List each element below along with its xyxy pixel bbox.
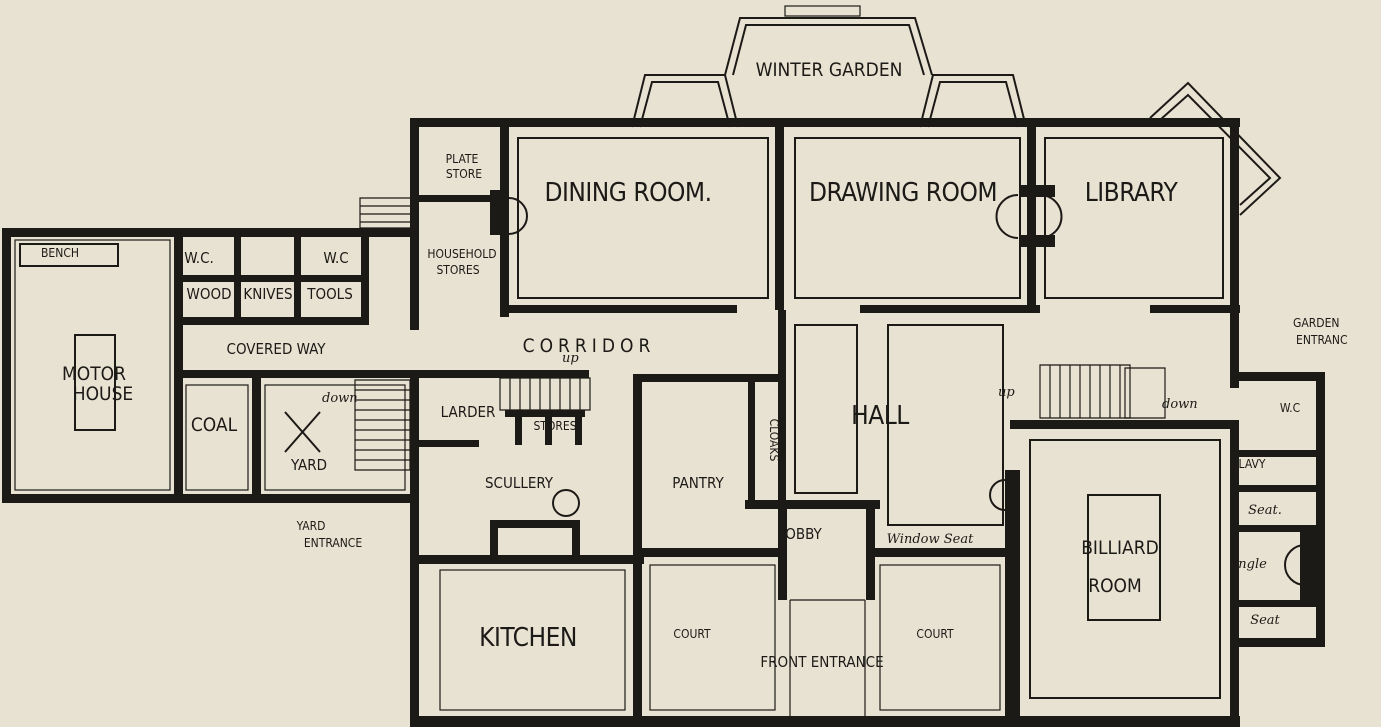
label-seat-bottom: Seat (1250, 613, 1280, 628)
label-scullery: SCULLERY (485, 474, 554, 492)
annotation-up-kitchen: up (562, 351, 579, 366)
label-billiard-room-1: BILLIARD (1081, 537, 1159, 559)
label-plate-store-1: PLATE (446, 152, 479, 166)
label-wc-garden: W.C (1280, 401, 1300, 415)
label-lobby: LOBBY (778, 525, 822, 543)
label-seat-top: Seat. (1248, 503, 1282, 518)
label-ingle: Ingle (1232, 557, 1267, 572)
label-larder: LARDER (441, 403, 496, 421)
label-court-left: COURT (673, 627, 711, 641)
label-household-stores-2: STORES (436, 263, 479, 277)
label-yard-entrance-2: ENTRANCE (304, 536, 362, 550)
label-corridor: CORRIDOR (523, 335, 656, 357)
label-motor-house-1: MOTOR (62, 363, 126, 385)
label-wood: WOOD (187, 285, 232, 303)
room-labels: WINTER GARDEN DINING ROOM. DRAWING ROOM … (41, 59, 1347, 671)
label-garden-entrance-2: ENTRANC (1296, 333, 1348, 347)
label-knives: KNIVES (243, 285, 292, 303)
annotation-down-hall: down (1162, 397, 1198, 412)
label-bench: BENCH (41, 246, 79, 260)
label-library: LIBRARY (1085, 178, 1179, 208)
label-kitchen: KITCHEN (479, 623, 577, 653)
label-stores: STORES (533, 419, 576, 433)
label-coal: COAL (191, 414, 238, 436)
annotation-up-hall: up (998, 385, 1015, 400)
label-lavatory: LAVY (1239, 457, 1266, 471)
label-pantry: PANTRY (672, 474, 724, 492)
label-dining-room: DINING ROOM. (544, 178, 711, 208)
label-wc-right: W.C (323, 249, 348, 267)
label-drawing-room: DRAWING ROOM (809, 178, 997, 208)
label-cloaks: CLOAKS (767, 419, 781, 462)
label-plate-store-2: STORE (446, 167, 482, 181)
annotation-down-yard: down (322, 391, 358, 406)
label-yard: YARD (290, 456, 327, 474)
label-court-right: COURT (916, 627, 954, 641)
label-household-stores-1: HOUSEHOLD (427, 247, 496, 261)
label-front-entrance: FRONT ENTRANCE (760, 653, 883, 671)
label-billiard-room-2: ROOM (1088, 575, 1142, 597)
winter-garden-bays (631, 5, 1282, 216)
label-hall: HALL (851, 401, 909, 431)
label-winter-garden: WINTER GARDEN (756, 59, 903, 81)
staircases (354, 197, 1166, 471)
fireplaces (490, 185, 1306, 586)
walls (2, 118, 1325, 727)
annotation-window-seat: Window Seat (887, 532, 974, 547)
label-wc-left: W.C. (184, 249, 214, 267)
label-garden-entrance-1: GARDEN (1293, 316, 1339, 330)
label-yard-entrance-1: YARD (296, 519, 326, 533)
interior-lines (14, 137, 1224, 716)
label-tools: TOOLS (306, 285, 353, 303)
label-covered-way: COVERED WAY (227, 340, 327, 358)
label-motor-house-2: HOUSE (73, 383, 133, 405)
